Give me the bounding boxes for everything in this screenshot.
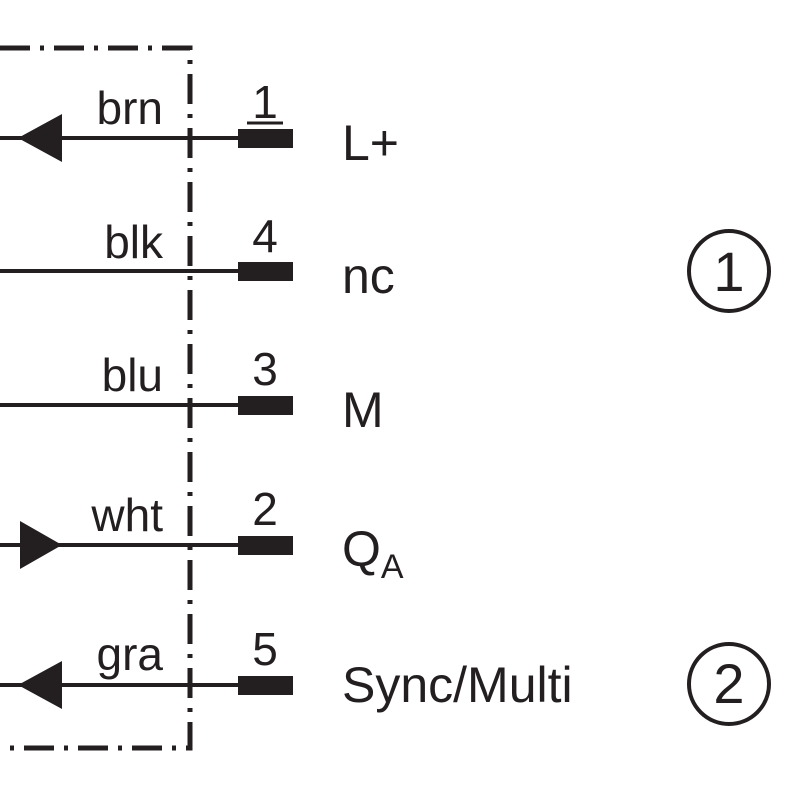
signal-label: QA [342,521,404,586]
pin-contact [238,129,293,148]
pin-row-5: gra 5 Sync/Multi 2 [0,623,771,726]
wire-color-label: gra [97,628,164,680]
wire-color-label: blu [102,349,163,401]
pin-number: 4 [252,210,278,262]
signal-label: nc [342,248,395,304]
callout-number: 2 [713,652,744,715]
pin-number: 5 [252,623,278,675]
group-callout-1: 1 [687,229,771,313]
wire-color-label: brn [97,82,163,134]
callout-circle-1 [687,229,771,313]
pin-row-3: blu 3 M [0,343,384,438]
pin-contact [238,676,293,695]
pin-row-4: blk 4 nc [0,210,395,304]
arrow-right-icon [20,521,62,569]
housing-frame [0,45,193,751]
pin-row-2: wht 2 QA [0,483,404,586]
pin-number: 1 [252,76,278,128]
arrow-left-icon [18,114,62,162]
pin-contact [238,262,293,281]
wire-color-label: wht [90,489,163,541]
callout-number: 1 [713,240,744,303]
pin-row-1: brn 1 L+ [0,76,399,171]
signal-label: L+ [342,115,399,171]
wire-color-label: blk [104,216,164,268]
signal-subscript: A [381,548,404,586]
pin-number: 3 [252,343,278,395]
pin-contact [238,396,293,415]
signal-label: M [342,382,384,438]
signal-label: Sync/Multi [342,657,573,713]
arrow-left-icon [18,661,62,709]
pin-number: 2 [252,483,278,535]
callout-circle-2 [687,642,771,726]
pin-contact [238,536,293,555]
